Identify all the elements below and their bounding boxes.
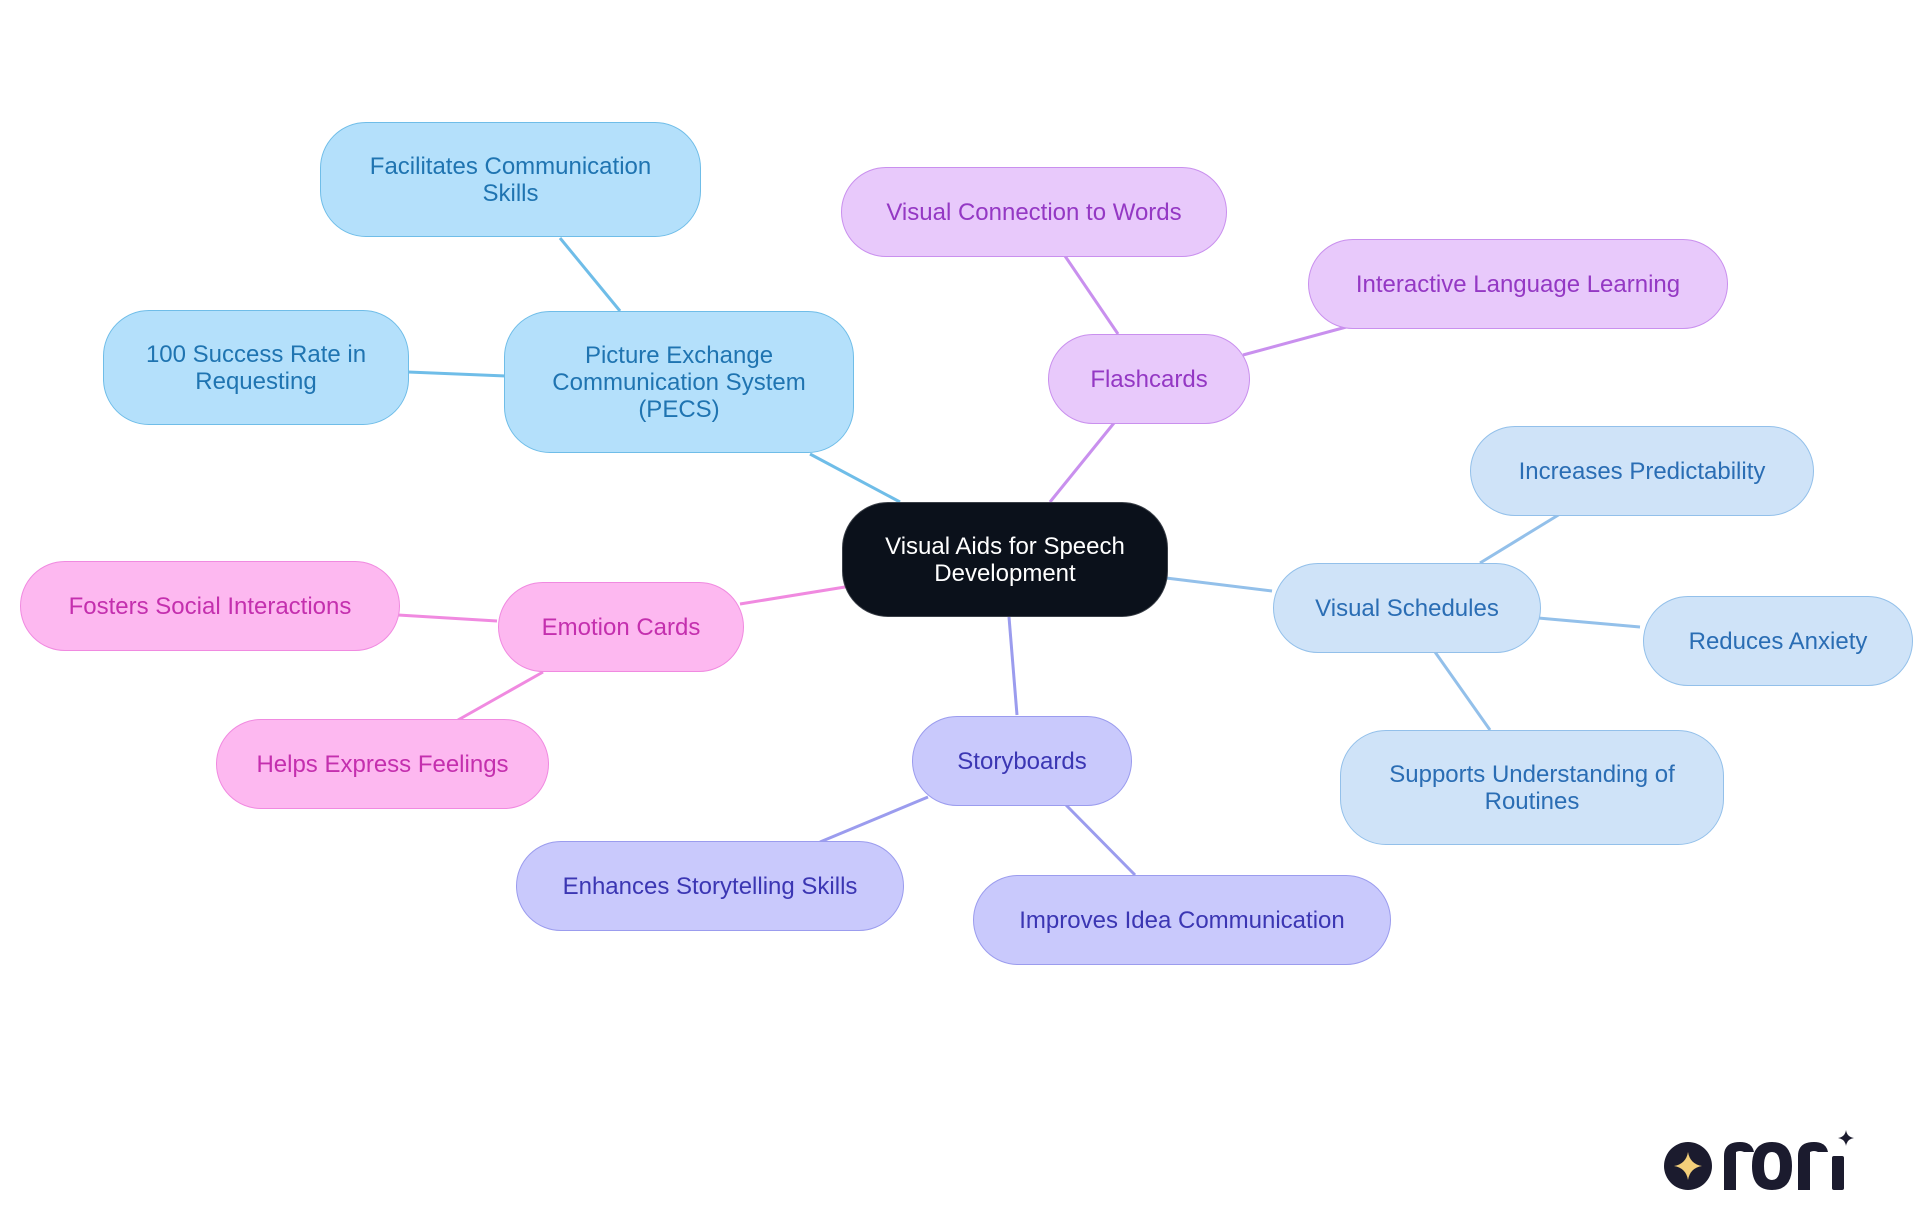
pecs-child-label: 100 Success Rate in Requesting [145, 340, 367, 395]
sched-child-predictability: Increases Predictability [1470, 426, 1814, 516]
flash-child-interactive-learning: Interactive Language Learning [1308, 239, 1728, 329]
sched-child-anxiety: Reduces Anxiety [1643, 596, 1913, 686]
branch-pecs: Picture Exchange Communication System (P… [504, 311, 854, 453]
story-child-idea-communication: Improves Idea Communication [973, 875, 1391, 965]
edge-center-flash [1048, 422, 1116, 503]
edge-center-emotion [739, 585, 846, 606]
edge-sched-child-3 [1433, 651, 1492, 731]
branch-storyboards: Storyboards [912, 716, 1132, 806]
pecs-child-success-rate: 100 Success Rate in Requesting [103, 310, 409, 425]
edge-center-story [1007, 616, 1019, 716]
edge-sched-child-2 [1537, 616, 1641, 629]
branch-storyboards-label: Storyboards [957, 747, 1087, 775]
branch-visual-schedules: Visual Schedules [1273, 563, 1541, 653]
branch-emotion-cards: Emotion Cards [498, 582, 744, 672]
central-topic-label: Visual Aids for Speech Development [885, 532, 1125, 587]
edge-flash-child-2 [1242, 324, 1351, 357]
edge-flash-child-1 [1063, 255, 1120, 335]
story-child-label: Improves Idea Communication [1019, 906, 1345, 934]
flash-child-visual-connection: Visual Connection to Words [841, 167, 1227, 257]
sparkle-icon [1664, 1142, 1712, 1190]
branch-flashcards: Flashcards [1048, 334, 1250, 424]
flash-child-label: Interactive Language Learning [1355, 270, 1681, 298]
branch-emotion-cards-label: Emotion Cards [541, 613, 701, 641]
edge-story-child-1 [819, 795, 929, 844]
edge-center-sched [1165, 576, 1273, 593]
rori-wordmark [1724, 1130, 1854, 1190]
branch-visual-schedules-label: Visual Schedules [1315, 594, 1499, 622]
pecs-child-communication-skills: Facilitates Communication Skills [320, 122, 701, 237]
pecs-child-label: Facilitates Communication Skills [369, 152, 652, 207]
emotion-child-label: Helps Express Feelings [256, 750, 509, 778]
edge-emotion-child-1 [397, 613, 498, 623]
sched-child-label: Supports Understanding of Routines [1389, 760, 1675, 815]
edge-story-child-2 [1064, 803, 1137, 877]
flash-child-label: Visual Connection to Words [886, 198, 1182, 226]
rori-logo [1664, 1130, 1854, 1190]
edge-pecs-child-2 [407, 370, 507, 378]
story-child-storytelling: Enhances Storytelling Skills [516, 841, 904, 931]
central-topic: Visual Aids for Speech Development [842, 502, 1168, 617]
sched-child-routines: Supports Understanding of Routines [1340, 730, 1724, 845]
emotion-child-social: Fosters Social Interactions [20, 561, 400, 651]
edge-pecs-child-1 [558, 237, 622, 312]
edge-sched-child-1 [1479, 512, 1561, 565]
sched-child-label: Reduces Anxiety [1688, 627, 1868, 655]
sched-child-label: Increases Predictability [1518, 457, 1766, 485]
story-child-label: Enhances Storytelling Skills [562, 872, 858, 900]
emotion-child-label: Fosters Social Interactions [68, 592, 352, 620]
edge-emotion-child-2 [457, 670, 544, 722]
branch-pecs-label: Picture Exchange Communication System (P… [552, 341, 806, 423]
edge-center-pecs [809, 452, 901, 504]
emotion-child-feelings: Helps Express Feelings [216, 719, 549, 809]
branch-flashcards-label: Flashcards [1090, 365, 1208, 393]
